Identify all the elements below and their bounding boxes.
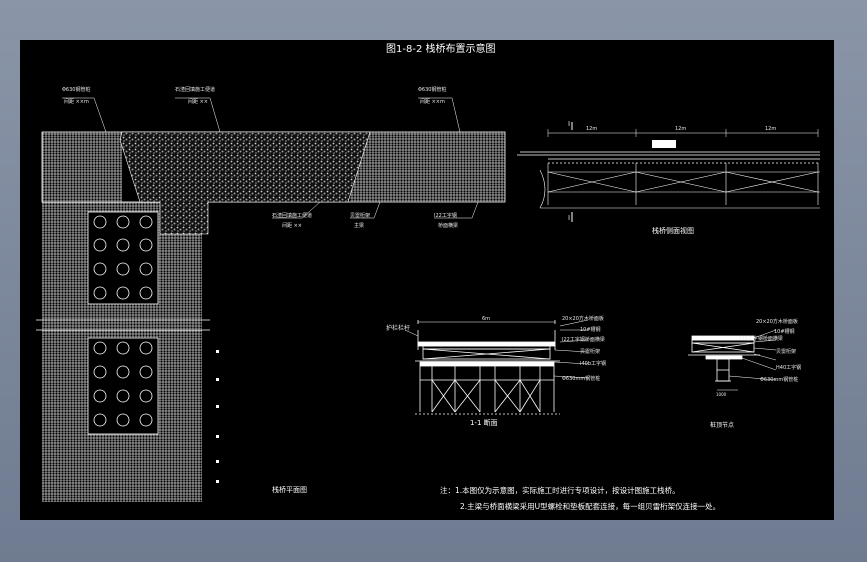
section-pile-label: Φ630mm钢管桩 (562, 376, 601, 382)
section-crossbeam-label: I22工字钢桥面横梁 (562, 337, 605, 343)
note-line-2: 2.主梁与桥面横梁采用U型螺栓和垫板配套连接，每一组贝雷桁架仅连接一处。 (460, 502, 721, 511)
side-section-mark-top: I (568, 120, 571, 128)
plan-label-bottom-mid: 石渣回填施工便道 (272, 213, 313, 219)
note-line-1: 注：1.本图仅为示意图，实际施工时进行专项设计，按设计图施工栈桥。 (440, 486, 680, 495)
side-view (517, 122, 820, 222)
plan-label-top-right-sub: 间距 ××m (420, 99, 445, 105)
section-caption: 1-1 断面 (470, 419, 498, 427)
plan-label-top-left-sub: 间距 ××m (64, 99, 89, 105)
side-span-1: 12m (586, 126, 598, 132)
detail-pile-beam-label: H40工字钢 (776, 365, 802, 371)
detail-pile-top (688, 329, 777, 391)
plan-label-top-mid: 石渣回填施工便道 (175, 87, 216, 93)
plan-label-top-mid-sub: 间距 ×× (188, 99, 208, 105)
section-deck-label: 20×20方木桥面板 (562, 316, 604, 322)
side-span-2: 12m (675, 126, 687, 132)
plan-label-bottom-mid-sub: 间距 ×× (282, 223, 302, 229)
plan-view (36, 97, 506, 502)
plan-label-i-beam: I22工字钢 (434, 213, 457, 219)
detail-pile-label: Φ630mm钢管桩 (760, 377, 799, 383)
section-guardrail-label: 护栏栏杆 (386, 325, 411, 332)
plan-deck-left (42, 132, 122, 202)
section-width-dim: 6m (482, 316, 491, 322)
cad-drawing-canvas[interactable]: 图1-8-2 栈桥布置示意图 Φ630钢管桩 间距 ××m 石渣回填施工便道 间… (20, 40, 834, 520)
section-1-1 (404, 319, 589, 415)
detail-truss-label: 贝雷桁架 (776, 349, 797, 355)
plan-label-top-left: Φ630钢管桩 (62, 87, 91, 93)
side-section-mark-bottom: I (568, 214, 571, 222)
detail-deck-label: 20×20方木桥面板 (756, 319, 798, 325)
pile-block-upper (87, 211, 159, 305)
pile-block-lower (87, 337, 159, 435)
plan-deck-right (350, 132, 505, 202)
section-sleeper-label: 10#槽钢 (580, 327, 601, 333)
detail-caption: 桩顶节点 (710, 422, 735, 429)
plan-caption: 栈桥平面图 (272, 486, 307, 494)
side-span-3: 12m (765, 126, 777, 132)
plan-gravel-fill (119, 131, 371, 235)
plan-label-truss: 贝雷桁架 (350, 213, 371, 219)
detail-sleeper-label: 10#槽钢 (774, 329, 795, 335)
plan-label-truss-sub: 主梁 (354, 223, 365, 229)
section-truss-label: 贝雷桁架 (580, 349, 601, 355)
plan-label-i-beam-sub: 桥面横梁 (438, 223, 459, 229)
side-vehicle (652, 140, 676, 148)
drawing-title: 图1-8-2 栈桥布置示意图 (386, 44, 496, 55)
drawing-linework (36, 97, 820, 502)
plan-label-top-right: Φ630钢管桩 (418, 87, 447, 93)
detail-dim-label: 1000 (716, 392, 727, 397)
side-view-caption: 栈桥侧面视图 (652, 227, 694, 235)
section-pile-beam-label: I40b工字钢 (580, 361, 607, 367)
detail-crossbeam-label: I22工字钢桥面横梁 (740, 336, 783, 342)
